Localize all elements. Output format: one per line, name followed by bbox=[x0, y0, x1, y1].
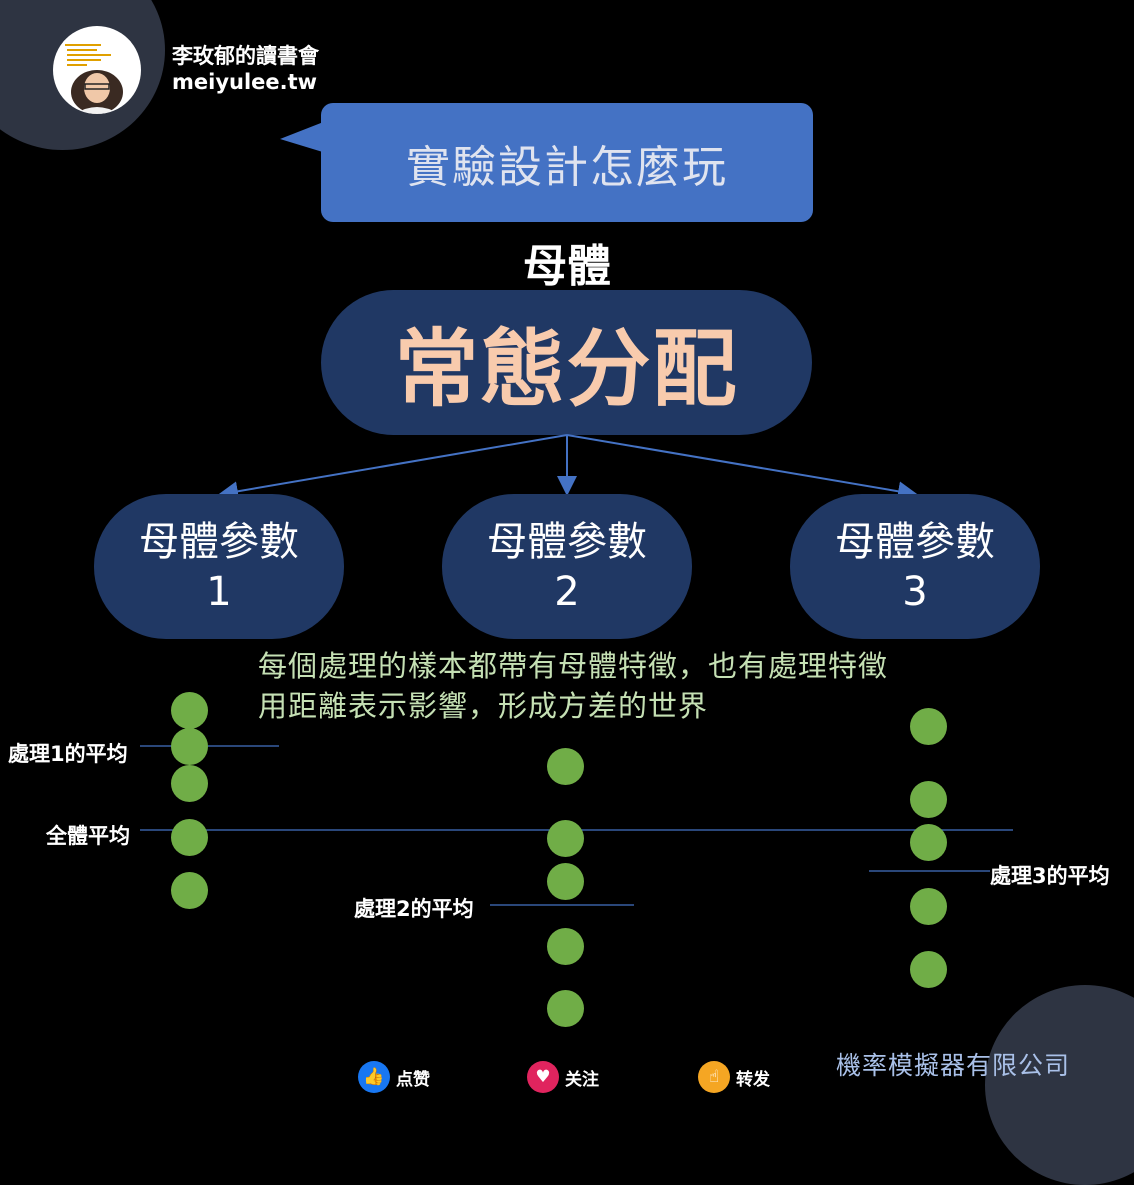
arrow-to-param-1 bbox=[222, 435, 567, 494]
sample-dot-t3 bbox=[910, 824, 947, 861]
sample-dot-t2 bbox=[547, 928, 584, 965]
sample-dot-t3 bbox=[910, 781, 947, 818]
thumbs-up-icon: 👍 bbox=[358, 1061, 390, 1093]
param-node-2: 母體參數 2 bbox=[442, 494, 692, 639]
sample-dot-t2 bbox=[547, 990, 584, 1027]
sample-dot-t2 bbox=[547, 863, 584, 900]
param-number: 2 bbox=[554, 567, 579, 617]
param-number: 1 bbox=[206, 567, 231, 617]
sample-dot-t1 bbox=[171, 692, 208, 729]
caption: 每個處理的樣本都帶有母體特徵，也有處理特徵 用距離表示影響，形成方差的世界 bbox=[258, 646, 888, 726]
share-button[interactable]: ☝ 转发 bbox=[698, 1061, 770, 1093]
treatment2-mean-label: 處理2的平均 bbox=[354, 893, 474, 923]
sample-dot-t1 bbox=[171, 819, 208, 856]
sample-dot-t2 bbox=[547, 820, 584, 857]
like-label: 点赞 bbox=[396, 1065, 430, 1090]
follow-button[interactable]: ♥ 关注 bbox=[527, 1061, 599, 1093]
sample-dot-t2 bbox=[547, 748, 584, 785]
treatment1-mean-label: 處理1的平均 bbox=[8, 738, 128, 768]
param-label: 母體參數 bbox=[139, 517, 299, 567]
arrow-to-param-3 bbox=[567, 435, 914, 494]
overall-mean-label: 全體平均 bbox=[46, 820, 130, 850]
param-number: 3 bbox=[902, 567, 927, 617]
caption-line-1: 每個處理的樣本都帶有母體特徵，也有處理特徵 bbox=[258, 646, 888, 686]
caption-line-2: 用距離表示影響，形成方差的世界 bbox=[258, 686, 888, 726]
follow-label: 关注 bbox=[565, 1065, 599, 1090]
share-label: 转发 bbox=[736, 1065, 770, 1090]
sample-dot-t1 bbox=[171, 872, 208, 909]
treatment3-mean-label: 處理3的平均 bbox=[990, 860, 1110, 890]
param-label: 母體參數 bbox=[487, 517, 647, 567]
company-name: 機率模擬器有限公司 bbox=[836, 1046, 1070, 1082]
param-label: 母體參數 bbox=[835, 517, 995, 567]
sample-dot-t3 bbox=[910, 708, 947, 745]
sample-dot-t1 bbox=[171, 728, 208, 765]
hand-pointer-icon: ☝ bbox=[698, 1061, 730, 1093]
param-node-1: 母體參數 1 bbox=[94, 494, 344, 639]
like-button[interactable]: 👍 点赞 bbox=[358, 1061, 430, 1093]
sample-dot-t1 bbox=[171, 765, 208, 802]
sample-dot-t3 bbox=[910, 951, 947, 988]
param-node-3: 母體參數 3 bbox=[790, 494, 1040, 639]
sample-dot-t3 bbox=[910, 888, 947, 925]
heart-icon: ♥ bbox=[527, 1061, 559, 1093]
